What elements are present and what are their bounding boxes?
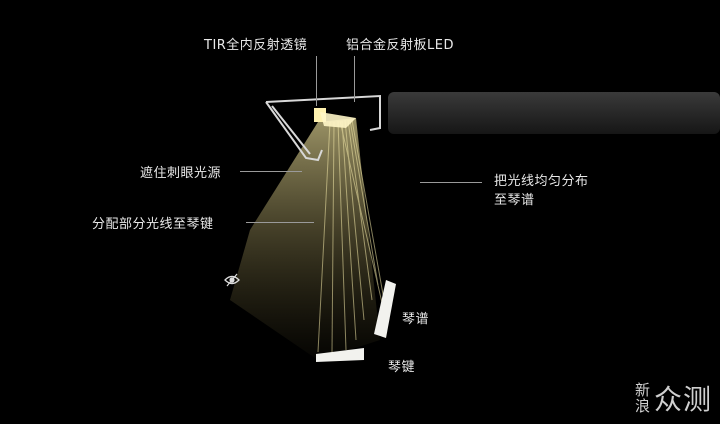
label-even-to-score: 把光线均匀分布 至琴谱 xyxy=(494,172,589,210)
watermark-left-top: 新 xyxy=(634,381,650,399)
label-even-line2: 至琴谱 xyxy=(494,193,535,208)
label-distribute-keys: 分配部分光线至琴键 xyxy=(92,217,214,232)
watermark-left-bottom: 浪 xyxy=(634,397,650,415)
keys-shape xyxy=(316,348,364,362)
lamp-housing xyxy=(265,94,381,162)
light-rays xyxy=(317,119,387,353)
leader-distribute xyxy=(246,222,314,223)
watermark-right: 众测 xyxy=(653,383,712,416)
label-tir-lens: TIR全内反射透镜 xyxy=(204,38,308,53)
label-score: 琴谱 xyxy=(402,312,430,327)
light-beam xyxy=(230,118,380,360)
label-keys: 琴键 xyxy=(388,360,416,375)
score-paper xyxy=(374,280,396,338)
watermark-logo: 新 浪 众测 xyxy=(635,378,712,418)
eye-icon xyxy=(224,273,240,287)
leader-even xyxy=(420,182,482,183)
label-reflector-led: 铝合金反射板LED xyxy=(346,38,454,53)
leader-glare xyxy=(240,171,302,172)
lamp-bar xyxy=(388,92,720,134)
watermark-left: 新 浪 xyxy=(635,382,650,414)
leader-reflector xyxy=(354,56,355,102)
label-block-glare: 遮住刺眼光源 xyxy=(140,166,222,181)
leader-tir xyxy=(316,56,317,106)
tir-lens-shape xyxy=(320,112,356,128)
label-even-line1: 把光线均匀分布 xyxy=(494,174,589,189)
